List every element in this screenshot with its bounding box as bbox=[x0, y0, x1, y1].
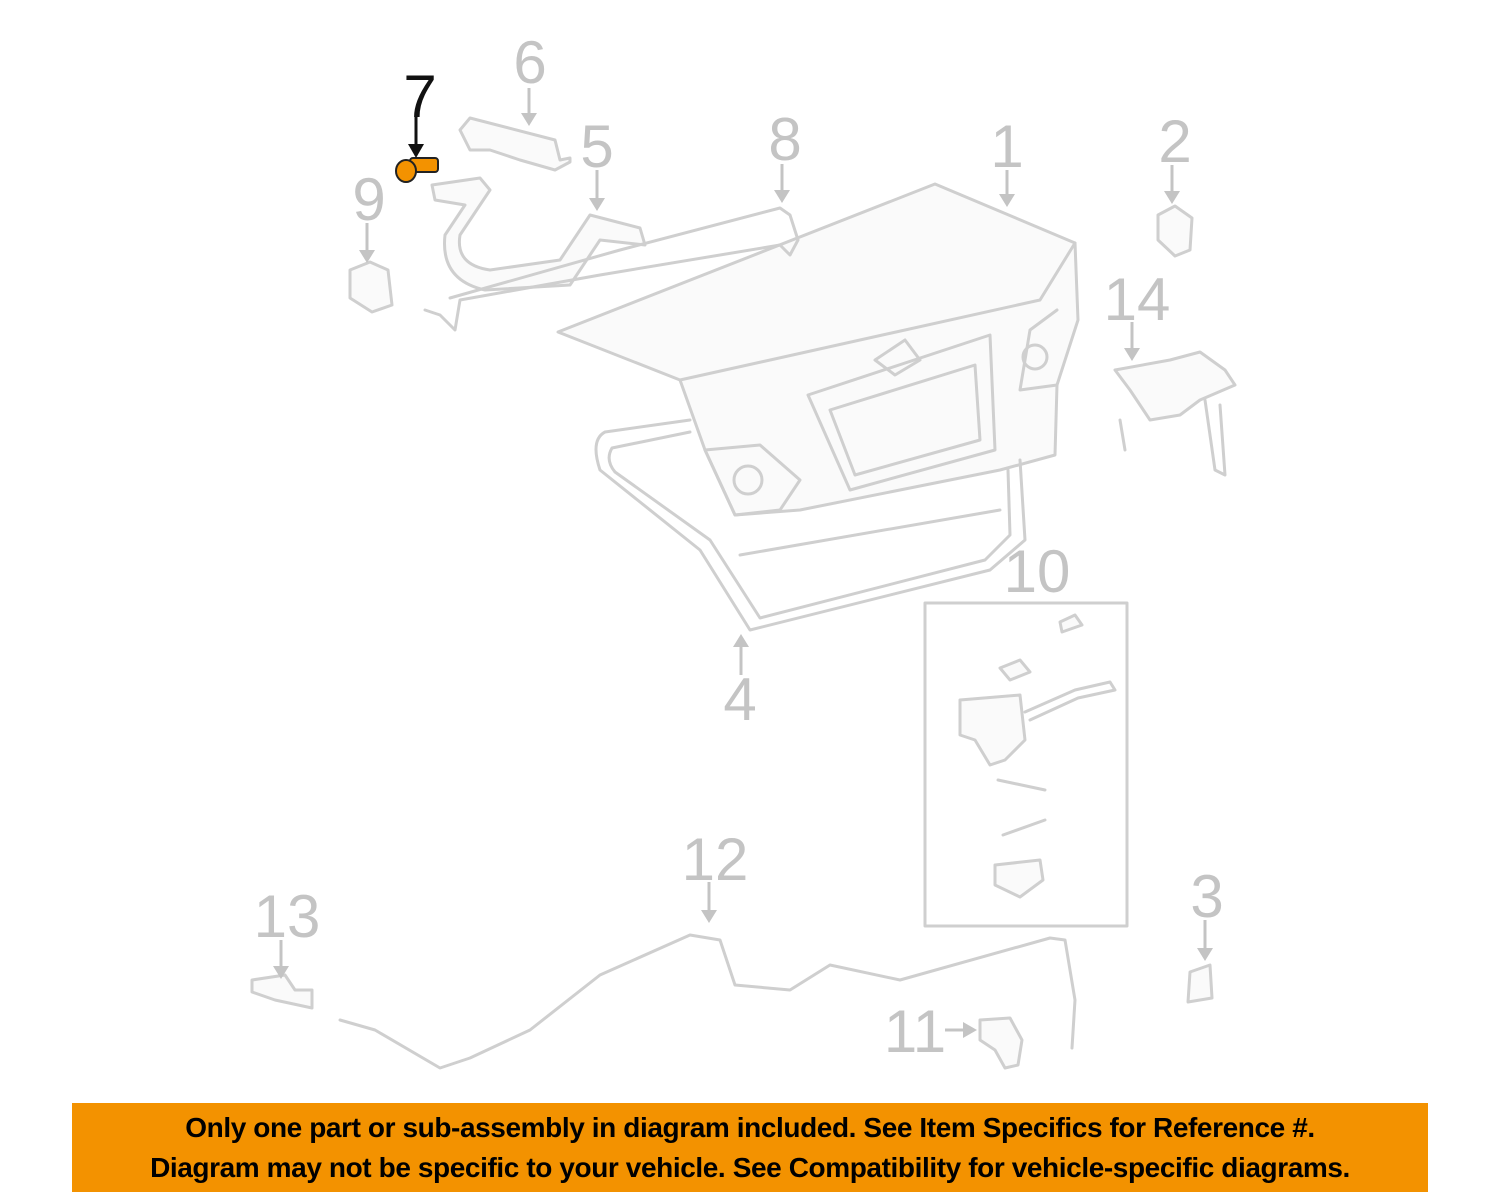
callout-11: 11 bbox=[884, 998, 946, 1065]
disclaimer-line-1: Only one part or sub-assembly in diagram… bbox=[185, 1111, 1315, 1143]
part-2-stop bbox=[1156, 204, 1194, 258]
part-8-torsion-rod bbox=[423, 206, 800, 332]
disclaimer-line-2: Diagram may not be specific to your vehi… bbox=[150, 1151, 1350, 1183]
callout-13: 13 bbox=[254, 883, 321, 950]
part-12-release-cable bbox=[338, 933, 1077, 1070]
callout-9: 9 bbox=[352, 166, 385, 233]
callout-2: 2 bbox=[1158, 108, 1191, 175]
part-9-bumper bbox=[348, 260, 394, 314]
callout-1: 1 bbox=[990, 113, 1023, 180]
part-5-hinge bbox=[430, 176, 647, 292]
part-14-lock-cylinder bbox=[1113, 350, 1237, 477]
part-4-weatherstrip bbox=[594, 418, 1027, 632]
callout-6: 6 bbox=[513, 29, 546, 96]
part-1-trunk-lid bbox=[556, 182, 1080, 517]
callout-4: 4 bbox=[723, 666, 756, 733]
part-3-cover bbox=[1186, 963, 1214, 1004]
callout-12: 12 bbox=[682, 826, 749, 893]
part-13-clip bbox=[250, 973, 314, 1010]
callout-3: 3 bbox=[1190, 863, 1223, 930]
callout-10: 10 bbox=[1004, 538, 1071, 605]
callout-8: 8 bbox=[768, 106, 801, 173]
callout-5: 5 bbox=[580, 113, 613, 180]
part-11-striker bbox=[978, 1016, 1024, 1070]
callout-14: 14 bbox=[1104, 266, 1171, 333]
parts-diagram: 1 2 3 4 5 6 7 8 9 10 11 12 13 14 bbox=[250, 29, 1237, 1070]
disclaimer-banner: Only one part or sub-assembly in diagram… bbox=[72, 1103, 1428, 1192]
callout-7: 7 bbox=[403, 63, 436, 130]
callout-arrows bbox=[273, 88, 1213, 1038]
part-10-latch-assembly bbox=[923, 601, 1129, 928]
part-6-handle bbox=[458, 116, 572, 172]
part-7-bolt-highlighted bbox=[395, 157, 439, 183]
